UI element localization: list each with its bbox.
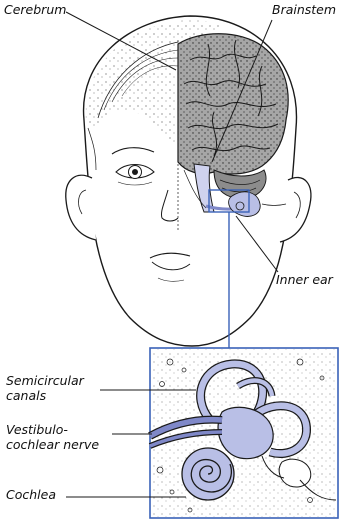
label-vestibulo-line2: cochlear nerve <box>6 438 99 452</box>
label-semicircular-line2: canals <box>6 389 46 403</box>
label-brainstem: Brainstem <box>272 3 336 17</box>
label-inner-ear: Inner ear <box>276 273 333 287</box>
label-cerebrum: Cerebrum <box>4 3 66 17</box>
label-cochlea: Cochlea <box>6 488 56 502</box>
inner-ear-detail <box>150 348 338 518</box>
label-vestibulo-line1: Vestibulo- <box>6 423 68 437</box>
label-semicircular-line1: Semicircular <box>6 374 84 388</box>
